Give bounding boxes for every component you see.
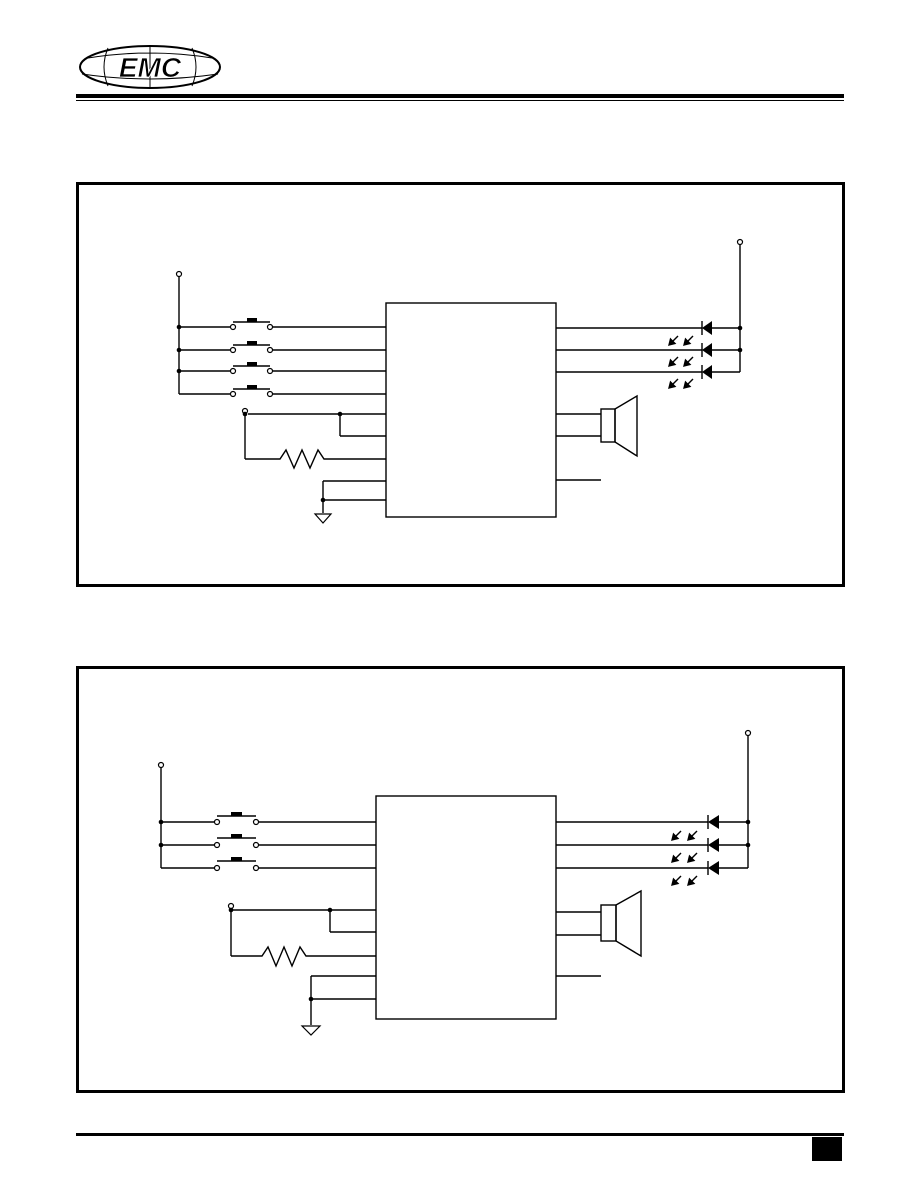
header-rule-thin [76, 100, 844, 101]
speaker-icon [556, 394, 638, 458]
emc-logo-graphic: EMC [79, 45, 221, 89]
header-rule [76, 94, 844, 98]
speaker-icon [556, 889, 642, 958]
logo-text: EMC [119, 52, 182, 83]
ic-chip [385, 302, 557, 518]
key-switches [158, 812, 376, 872]
ground-symbol [300, 975, 376, 1036]
schematic-1 [175, 238, 744, 524]
resistor-network [241, 407, 386, 470]
resistor-network [227, 902, 376, 968]
led-array [556, 238, 744, 389]
vdd-terminal [175, 270, 183, 394]
ic-chip [375, 795, 557, 1020]
vdd-terminal [157, 761, 165, 868]
emc-logo: EMC [78, 44, 223, 90]
key-switches [176, 318, 386, 398]
schematic-frame-1 [76, 182, 845, 587]
page-number-box [812, 1137, 842, 1161]
schematic-frame-2 [76, 666, 845, 1093]
ground-symbol [313, 480, 386, 524]
footer-rule [76, 1133, 844, 1136]
led-array [556, 729, 752, 886]
schematic-2 [157, 729, 752, 1036]
